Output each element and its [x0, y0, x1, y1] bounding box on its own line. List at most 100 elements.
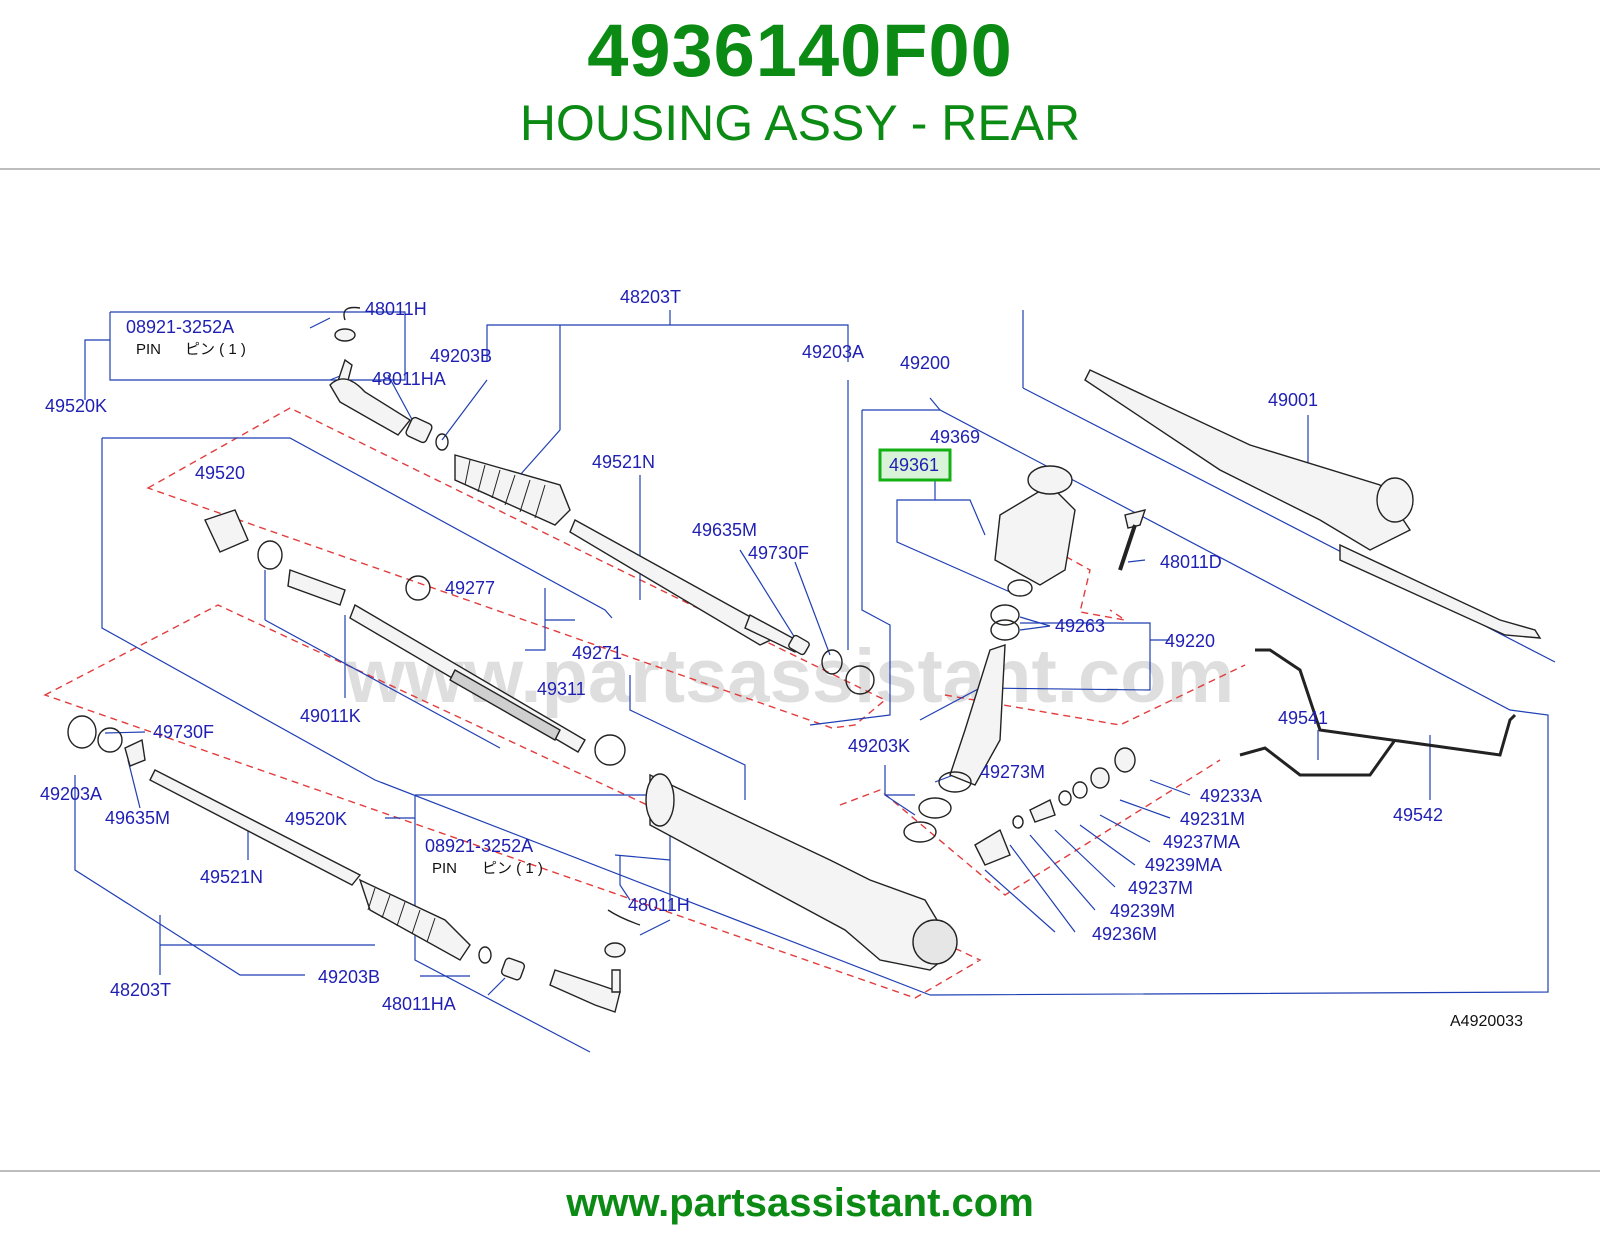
bushing-49520: [204, 509, 249, 553]
tie-rod-end-stud-lower: [611, 969, 621, 993]
hose-49542: [1255, 648, 1517, 757]
castle-nut-top: [334, 328, 356, 342]
housing-dashed-link: [1044, 544, 1126, 621]
callout-49311: 49311: [537, 679, 586, 699]
callout-49239MA: 49239MA: [1145, 855, 1222, 875]
callout-48011HA-bottom: 48011HA: [382, 994, 456, 1014]
gear-assy-49001-valve: [1376, 477, 1414, 523]
clip-top: [435, 433, 449, 451]
callout-49520K-top: 49520K: [45, 396, 107, 416]
inner-rod-end-upper: [744, 614, 801, 653]
rear-housing-49361: [994, 484, 1076, 586]
callout-49231M: 49231M: [1180, 809, 1245, 829]
callout-49521N-top: 49521N: [592, 452, 655, 472]
gear-housing-49311: [649, 773, 956, 971]
callout-49730F-top: 49730F: [748, 543, 809, 563]
parts-diagram: www.partsassistant.com: [0, 270, 1600, 1070]
seal-49369: [1027, 465, 1073, 495]
clip-band-lower: [67, 715, 97, 749]
boot-lower: [358, 878, 471, 961]
washer-lower: [97, 727, 123, 753]
callout-49541: 49541: [1278, 708, 1328, 728]
rack-teeth: [449, 669, 561, 741]
seal-49263-a: [990, 604, 1020, 626]
inner-rod-lower: [149, 769, 362, 886]
header-divider: [0, 168, 1600, 170]
washer-upper: [821, 649, 843, 675]
callout-49542: 49542: [1393, 805, 1443, 825]
pinion-seal: [938, 771, 972, 793]
ring-49239M: [1012, 815, 1024, 829]
inner-rod-upper: [569, 519, 777, 646]
clip-band-upper: [845, 665, 875, 695]
callout-49236M: 49236M: [1092, 924, 1157, 944]
seal-rack-end: [594, 734, 626, 766]
callout-08921-3252A-bottom: 08921-3252A: [425, 836, 533, 856]
callout-49273M: 49273M: [980, 762, 1045, 782]
pin-qty-label-top: ピン ( 1 ): [185, 341, 246, 358]
jam-nut-top: [405, 416, 433, 444]
callout-49011K: 49011K: [300, 706, 361, 726]
pin-qty-label-bottom: ピン ( 1 ): [482, 860, 543, 877]
callout-49635M-top: 49635M: [692, 520, 757, 540]
callout-49263: 49263: [1055, 616, 1105, 636]
pin-label-top: PIN: [136, 341, 161, 358]
callout-49521N-bottom: 49521N: [200, 867, 263, 887]
valve-dashed-link: [839, 759, 1221, 896]
callout-49200: 49200: [900, 353, 950, 373]
seal-under-housing: [1007, 579, 1033, 597]
tie-rod-end-lower: [549, 969, 621, 1013]
pinion-oring: [918, 797, 952, 819]
dashed-outline-group: [43, 407, 1246, 999]
callout-49361: 49361: [889, 455, 939, 475]
cotter-pin-top: [343, 306, 361, 321]
callout-49520: 49520: [195, 463, 245, 483]
callout-49203B-bottom: 49203B: [318, 967, 380, 987]
tie-rod-end-top: [329, 378, 412, 436]
bolt-head-48011D: [1124, 509, 1147, 529]
pinion-shaft: [949, 644, 1006, 786]
yoke-49236M: [974, 828, 1011, 866]
callout-48011D: 48011D: [1160, 552, 1222, 572]
steering-gear-exploded-view: www.partsassistant.com: [40, 287, 1556, 1053]
diagram-reference-code: A4920033: [1450, 1013, 1523, 1030]
housing-port: [912, 919, 958, 965]
spring-49237M: [1029, 799, 1056, 823]
hose-49541: [1239, 739, 1397, 777]
callout-49233A: 49233A: [1200, 786, 1262, 806]
callout-49520K-bottom: 49520K: [285, 809, 347, 829]
callout-49277: 49277: [445, 578, 495, 598]
pin-label-bottom: PIN: [432, 860, 457, 877]
callout-49239M: 49239M: [1110, 901, 1175, 921]
callout-49635M-left: 49635M: [105, 808, 170, 828]
callout-49001: 49001: [1268, 390, 1318, 410]
footer-divider: [0, 1170, 1600, 1172]
callout-labels: 48011H 08921-3252A PIN ピン ( 1 ) 49520K 4…: [40, 287, 1523, 1030]
ring-49239MA: [1058, 790, 1072, 806]
callout-49203K: 49203K: [848, 736, 910, 756]
callout-48203T-top: 48203T: [620, 287, 681, 307]
upper-dashed-region: [146, 407, 887, 729]
lock-washer-lower: [124, 738, 146, 767]
housing-end-cap: [645, 773, 675, 827]
bolt-shank-48011D: [1118, 524, 1137, 571]
castle-nut-lower: [604, 942, 626, 958]
lock-washer-upper: [788, 634, 810, 656]
callout-48011H-top: 48011H: [365, 299, 427, 319]
gear-assy-49001-tube: [1339, 543, 1542, 639]
callout-08921-3252A-top: 08921-3252A: [126, 317, 234, 337]
ring-49237MA: [1072, 781, 1088, 799]
callout-48011H-bottom: 48011H: [628, 895, 690, 915]
ring-left: [257, 540, 283, 570]
rack-end-left: [287, 569, 346, 606]
callout-49220: 49220: [1165, 631, 1215, 651]
pinion-ring-49203K: [903, 821, 937, 843]
callout-49730F-left: 49730F: [153, 722, 214, 742]
callout-49203B-top: 49203B: [430, 346, 492, 366]
site-url-link[interactable]: www.partsassistant.com: [566, 1181, 1034, 1225]
jam-nut-lower: [500, 957, 526, 981]
callout-49237MA: 49237MA: [1163, 832, 1240, 852]
highlight-box-49361: [878, 448, 952, 482]
lower-dashed-region: [43, 604, 982, 999]
part-number-title: 4936140F00: [587, 9, 1013, 92]
